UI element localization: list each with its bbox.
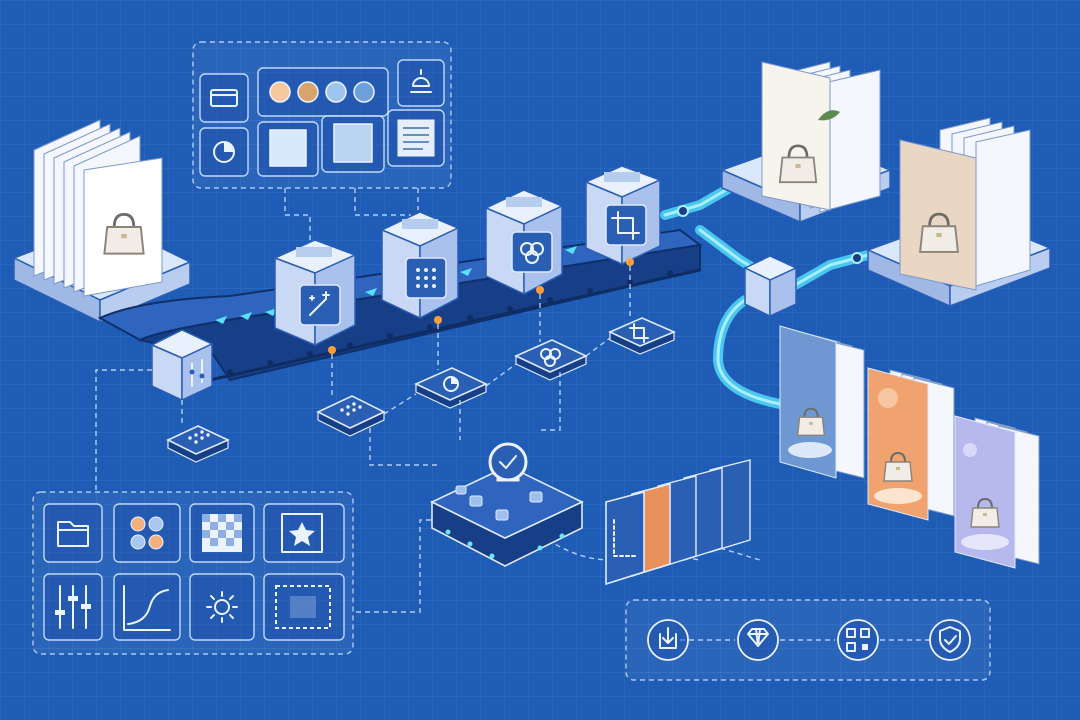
export-flow-panel [626,600,990,680]
tile-folder[interactable] [44,504,102,562]
tile-brightness[interactable] [190,574,254,640]
transparency-grid-icon [202,514,242,552]
text-lines-icon [398,120,434,156]
stage-2-dot-grid[interactable] [382,212,458,318]
tools-panel [33,492,353,654]
stage-3-color-circles[interactable] [486,190,562,294]
tile-layout[interactable] [200,74,248,122]
tile-lighting[interactable] [398,60,444,106]
check-badge-icon [490,444,526,480]
stage-1-magic-wand[interactable] [275,240,355,345]
shadow-square-icon [334,124,372,162]
output-stack-lavender-podium [955,416,1039,568]
sliders-cube[interactable] [152,330,212,400]
tile-palette[interactable] [114,504,180,562]
junction-cube[interactable] [745,256,796,316]
top-options-panel [193,42,451,188]
export-code-node[interactable] [838,620,878,660]
stage-4-crop[interactable] [586,166,660,264]
gradient-square-icon [270,130,306,166]
dot-grid-icon [416,268,436,288]
sliders-icon [55,586,91,628]
output-stack-orange-podium [868,368,954,520]
output-stack-blue-podium [780,326,864,478]
